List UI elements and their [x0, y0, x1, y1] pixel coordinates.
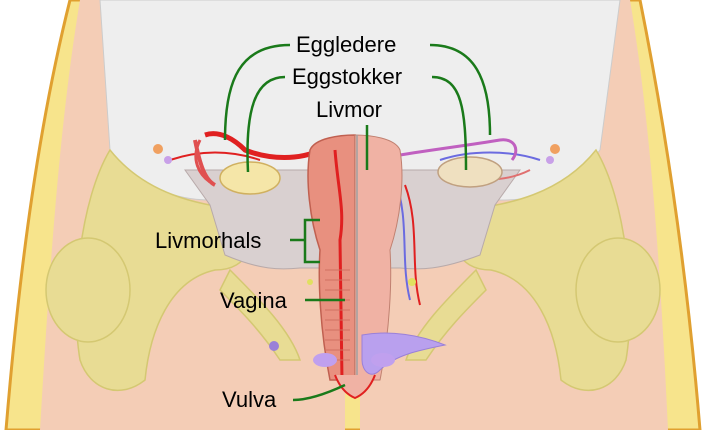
label-vagina: Vagina	[220, 288, 288, 313]
label-vulva: Vulva	[222, 387, 277, 412]
label-uterus: Livmor	[316, 97, 382, 122]
label-fallopian-tubes: Eggledere	[296, 32, 396, 57]
label-ovaries: Eggstokker	[292, 64, 402, 89]
label-cervix: Livmorhals	[155, 228, 261, 253]
ovary-left	[220, 162, 280, 194]
ovary-right	[438, 157, 502, 187]
